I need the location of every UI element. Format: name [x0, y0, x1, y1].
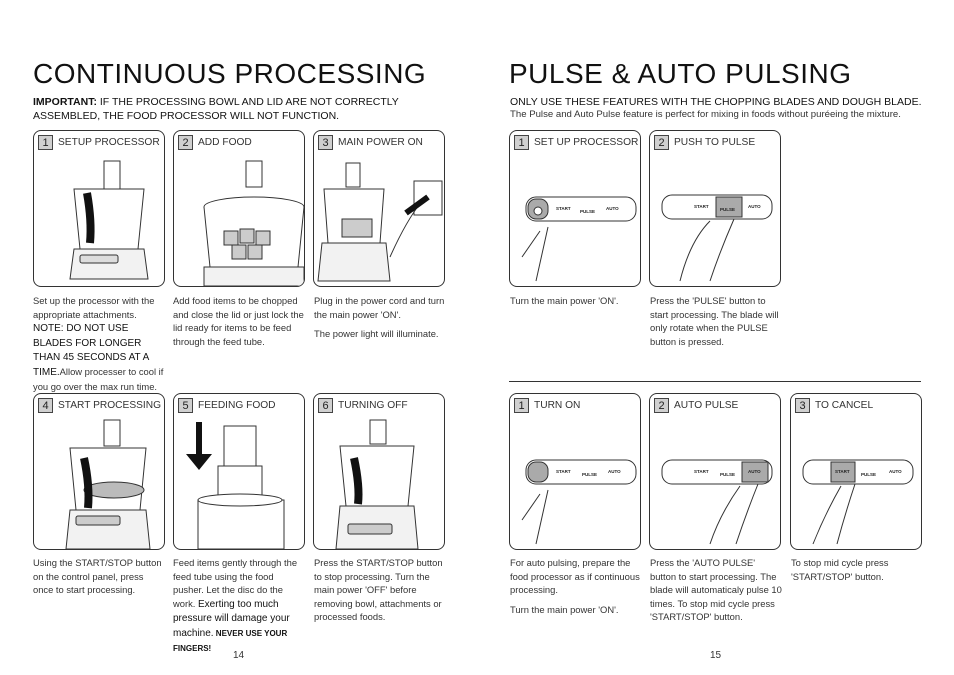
step-title: ADD FOOD: [198, 137, 252, 148]
page-number-left: 14: [233, 650, 245, 661]
auto-card-turn-on: 1 TURN ON START PULSE AUTO: [509, 393, 641, 550]
start-stop-label: START: [556, 206, 571, 211]
step-card-add-food: 2 ADD FOOD: [173, 130, 305, 287]
control-panel-illustration: [521, 196, 637, 282]
step-card-feeding-food: 5 FEEDING FOOD: [173, 393, 305, 550]
start-stop-label: START: [835, 469, 850, 474]
pulse-label: PULSE: [582, 472, 598, 477]
food-processor-illustration: [69, 160, 149, 280]
step-card-setup-processor: 1 SETUP PROCESSOR: [33, 130, 165, 287]
step-text-2: The power light will illuminate.: [314, 328, 439, 340]
pulse-description-2: Press the 'PULSE' button to start proces…: [650, 295, 779, 347]
start-stop-label: START: [694, 469, 709, 474]
page-title-left: CONTINUOUS PROCESSING: [33, 58, 427, 89]
step-description-2: Add food items to be chopped and close t…: [173, 294, 305, 348]
step-warning-fingers: NEVER USE YOUR FINGERS!: [173, 628, 288, 653]
auto-pulse-label: AUTO: [748, 204, 761, 209]
auto-pulse-label: AUTO: [748, 469, 761, 474]
step-number: 1: [514, 398, 529, 413]
step-title: TO CANCEL: [815, 400, 874, 411]
step-description-4: Using the START/STOP button on the contr…: [33, 556, 165, 597]
turning-off-illustration: [335, 419, 419, 549]
important-line-2: ASSEMBLED, THE FOOD PROCESSOR WILL NOT F…: [33, 110, 340, 122]
step-title: SET UP PROCESSOR: [534, 137, 639, 148]
step-description-5: Feed items gently through the feed tube …: [173, 556, 305, 655]
important-line-1: IF THE PROCESSING BOWL AND LID ARE NOT C…: [96, 96, 399, 108]
pulse-label: PULSE: [720, 207, 736, 212]
auto-description-3: To stop mid cycle press 'START/STOP' but…: [791, 557, 889, 582]
step-title: FEEDING FOOD: [198, 400, 276, 411]
auto-pulse-label: AUTO: [606, 206, 619, 211]
step-text-2: Turn the main power 'ON'.: [510, 603, 619, 615]
step-description-3: Plug in the power cord and turn the main…: [314, 294, 446, 347]
step-title: MAIN POWER ON: [338, 137, 423, 148]
step-description-1: Set up the processor with the appropriat…: [33, 294, 165, 393]
step-number: 1: [38, 135, 53, 150]
step-text: For auto pulsing, prepare the food proce…: [510, 557, 640, 596]
food-processor-food-illustration: [203, 160, 304, 286]
step-title: SETUP PROCESSOR: [58, 137, 160, 148]
step-title: AUTO PULSE: [674, 400, 739, 411]
step-warning: Exerting too much pressure will damage y…: [173, 598, 290, 639]
control-panel-illustration: [802, 459, 914, 545]
auto-description-2: Press the 'AUTO PULSE' button to start p…: [650, 557, 782, 623]
auto-card-to-cancel: 3 TO CANCEL START PULSE AUTO: [790, 393, 922, 550]
page-number-right: 15: [710, 650, 722, 661]
control-panel-illustration: [521, 459, 637, 545]
power-plug-illustration: [317, 162, 443, 282]
step-number: 4: [38, 398, 53, 413]
step-title: TURNING OFF: [338, 400, 408, 411]
pulse-subtext: The Pulse and Auto Pulse feature is perf…: [510, 109, 901, 120]
auto-pulse-label: AUTO: [608, 469, 621, 474]
pulse-label: PULSE: [720, 472, 736, 477]
step-number: 2: [654, 135, 669, 150]
step-text: Press the START/STOP button to stop proc…: [314, 557, 443, 623]
step-number: 1: [514, 135, 529, 150]
step-number: 5: [178, 398, 193, 413]
step-card-turning-off: 6 TURNING OFF: [313, 393, 445, 550]
pulse-label: PULSE: [580, 209, 596, 214]
step-number: 6: [318, 398, 333, 413]
step-number: 3: [318, 135, 333, 150]
step-text: Add food items to be chopped and close t…: [173, 295, 304, 347]
control-panel-illustration: [661, 194, 773, 282]
important-notice: IMPORTANT: IF THE PROCESSING BOWL AND LI…: [33, 95, 473, 123]
pulse-card-set-up-processor: 1 SET UP PROCESSOR START PULSE AUTO: [509, 130, 641, 287]
feeding-food-illustration: [186, 422, 285, 549]
auto-card-auto-pulse: 2 AUTO PULSE START PULSE AUTO: [649, 393, 781, 550]
auto-description-1: For auto pulsing, prepare the food proce…: [510, 556, 642, 622]
step-title: START PROCESSING: [58, 400, 162, 411]
start-stop-label: START: [694, 204, 709, 209]
step-title: TURN ON: [534, 400, 581, 411]
pulse-description-1: Turn the main power 'ON'.: [510, 295, 619, 306]
page-title-right: PULSE & AUTO PULSING: [509, 58, 852, 89]
section-divider: [509, 381, 921, 382]
auto-pulse-label: AUTO: [889, 469, 902, 474]
start-stop-label: START: [556, 469, 571, 474]
pulse-card-push-to-pulse: 2 PUSH TO PULSE START PULSE AUTO: [649, 130, 781, 287]
step-text: Using the START/STOP button on the contr…: [33, 557, 162, 596]
important-label: IMPORTANT:: [33, 96, 97, 108]
step-text: Plug in the power cord and turn the main…: [314, 295, 445, 320]
processing-illustration: [65, 419, 151, 549]
step-text-2: Allow processer to cool if you go over t…: [33, 365, 164, 392]
step-number: 3: [795, 398, 810, 413]
step-description-6: Press the START/STOP button to stop proc…: [314, 556, 446, 624]
step-text: Set up the processor with the appropriat…: [33, 295, 155, 320]
step-title: PUSH TO PULSE: [674, 137, 756, 148]
pulse-lead: ONLY USE THESE FEATURES WITH THE CHOPPIN…: [510, 96, 922, 108]
step-number: 2: [178, 135, 193, 150]
step-text: Feed items gently through the feed tube …: [173, 557, 298, 609]
step-number: 2: [654, 398, 669, 413]
step-card-start-processing: 4 START PROCESSING: [33, 393, 165, 550]
pulse-label: PULSE: [861, 472, 877, 477]
step-card-main-power-on: 3 MAIN POWER ON: [313, 130, 445, 287]
step-note: NOTE: DO NOT USE BLADES FOR LONGER THAN …: [33, 323, 149, 378]
control-panel-illustration: [661, 459, 773, 545]
